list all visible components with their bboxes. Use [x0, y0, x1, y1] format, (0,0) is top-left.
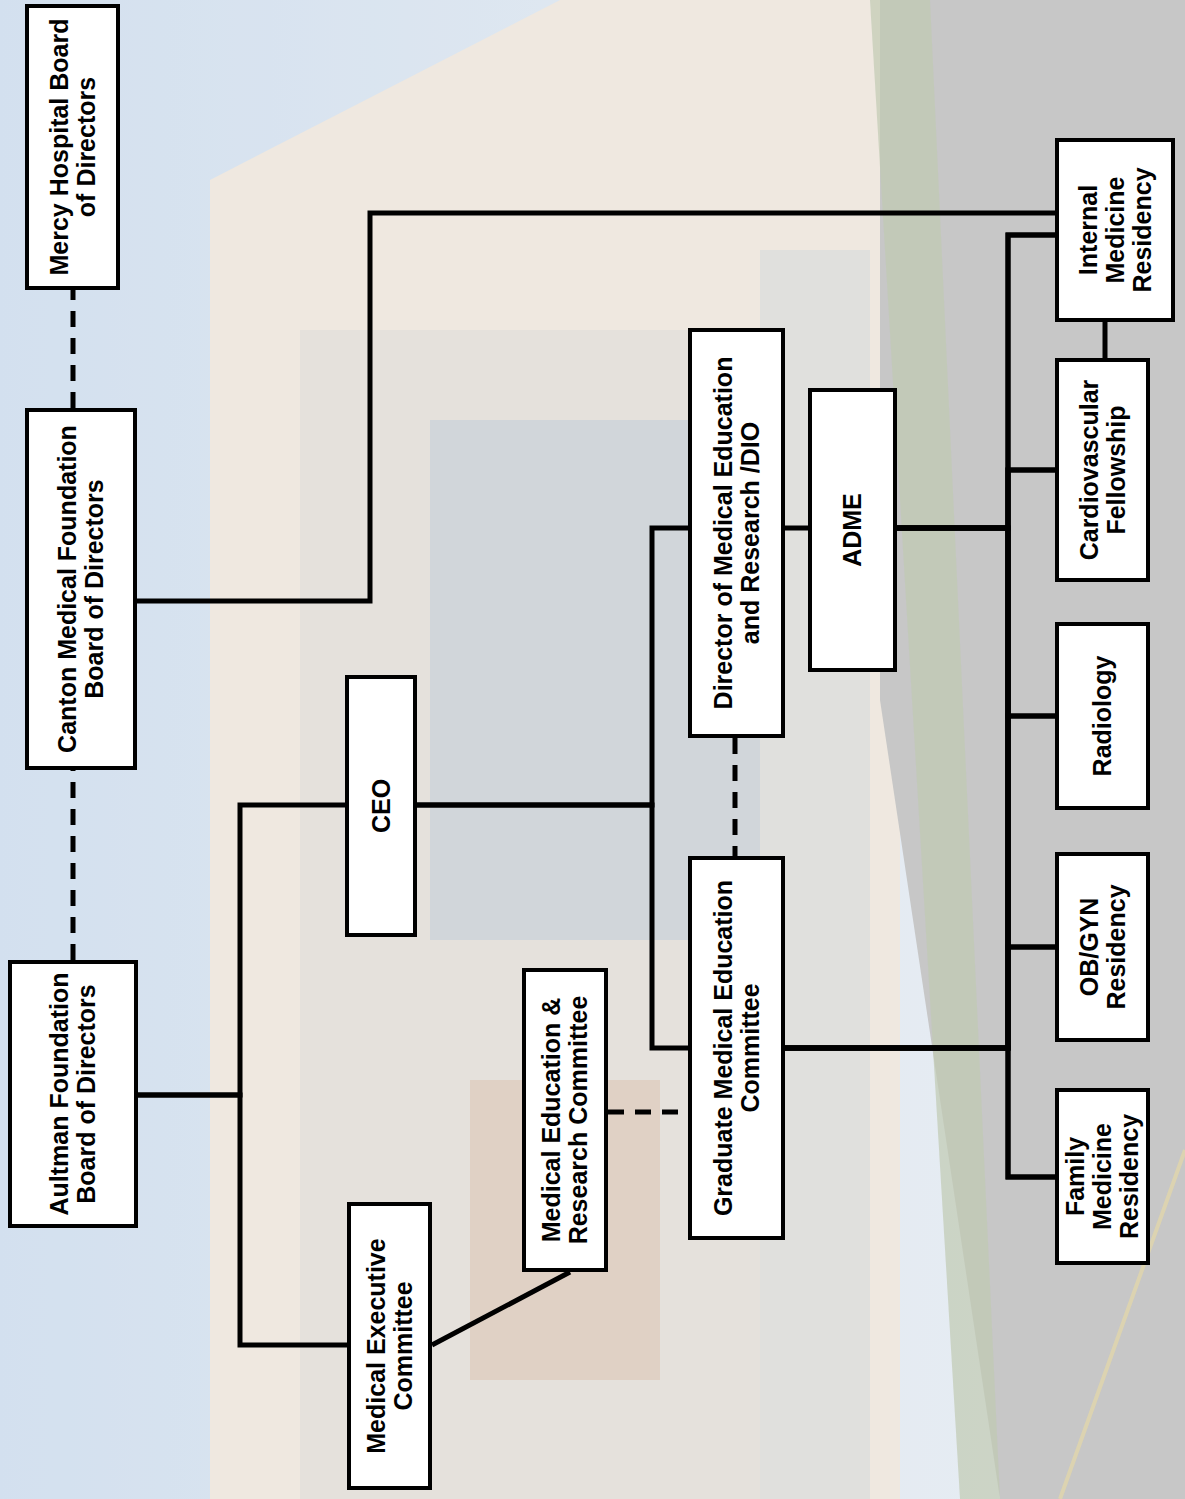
box-label: Medical Education & Research Committee: [538, 980, 592, 1260]
org-box: OB/GYN Residency: [1055, 852, 1150, 1042]
org-box: Radiology: [1055, 622, 1150, 810]
org-box: Graduate Medical Education Committee: [688, 856, 785, 1240]
org-box: Internal Medicine Residency: [1055, 138, 1175, 322]
connector-line: [897, 528, 1055, 1177]
box-label: Cardiovascular Fellowship: [1076, 370, 1130, 570]
box-text-holder: Internal Medicine Residency: [1075, 150, 1156, 310]
box-label: ADME: [839, 493, 866, 567]
dashed-connector: [733, 738, 738, 856]
org-box: CEO: [345, 675, 417, 937]
connector-line: [785, 1048, 1055, 1177]
connector-line: [417, 528, 688, 805]
box-text-holder: Graduate Medical Education Committee: [710, 868, 764, 1228]
org-box: Aultman Foundation Board of Directors: [8, 960, 138, 1228]
box-label: Radiology: [1089, 656, 1116, 777]
org-box: Family Medicine Residency: [1055, 1088, 1150, 1265]
dashed-connector: [71, 290, 76, 408]
connector-line: [785, 947, 1055, 1048]
connector-line: [138, 805, 345, 1095]
connector-line: [432, 1272, 570, 1345]
box-label: Graduate Medical Education Committee: [710, 868, 764, 1228]
box-text-holder: Aultman Foundation Board of Directors: [46, 972, 100, 1216]
connector-line: [897, 528, 1055, 947]
org-box: Mercy Hospital Board of Directors: [25, 4, 120, 290]
box-text-holder: Director of Medical Education and Resear…: [710, 340, 764, 726]
org-box: Canton Medical Foundation Board of Direc…: [25, 408, 137, 770]
connector-line: [897, 470, 1055, 528]
box-label: Aultman Foundation Board of Directors: [46, 972, 100, 1216]
box-text-holder: Mercy Hospital Board of Directors: [46, 16, 100, 278]
org-box: Cardiovascular Fellowship: [1055, 358, 1150, 582]
box-label: Medical Executive Committee: [363, 1214, 417, 1478]
box-text-holder: OB/GYN Residency: [1076, 864, 1130, 1030]
dashed-connector: [71, 770, 76, 960]
org-box: Medical Executive Committee: [347, 1202, 432, 1490]
box-label: Mercy Hospital Board of Directors: [46, 16, 100, 278]
dashed-connector: [608, 1110, 688, 1115]
box-label: Director of Medical Education and Resear…: [710, 340, 764, 726]
connector-line: [785, 526, 808, 531]
box-text-holder: Radiology: [1089, 656, 1116, 777]
connector-line: [137, 213, 1055, 601]
box-text-holder: Medical Executive Committee: [363, 1214, 417, 1478]
box-label: Family Medicine Residency: [1062, 1100, 1143, 1253]
org-box: Director of Medical Education and Resear…: [688, 328, 785, 738]
box-label: OB/GYN Residency: [1076, 864, 1130, 1030]
box-text-holder: Medical Education & Research Committee: [538, 980, 592, 1260]
connector-line: [897, 528, 1055, 716]
connector-line: [785, 235, 1055, 1048]
org-box: ADME: [808, 388, 897, 672]
box-text-holder: CEO: [368, 779, 395, 833]
box-label: Internal Medicine Residency: [1075, 150, 1156, 310]
box-label: Canton Medical Foundation Board of Direc…: [54, 420, 108, 758]
connector-line: [785, 716, 1055, 1048]
box-label: CEO: [368, 779, 395, 833]
box-text-holder: Canton Medical Foundation Board of Direc…: [54, 420, 108, 758]
box-text-holder: ADME: [839, 493, 866, 567]
org-box: Medical Education & Research Committee: [522, 968, 608, 1272]
connector-line: [1103, 322, 1108, 358]
box-text-holder: Cardiovascular Fellowship: [1076, 370, 1130, 570]
connector-line: [897, 235, 1055, 528]
connector-line: [138, 1095, 347, 1345]
box-text-holder: Family Medicine Residency: [1062, 1100, 1143, 1253]
